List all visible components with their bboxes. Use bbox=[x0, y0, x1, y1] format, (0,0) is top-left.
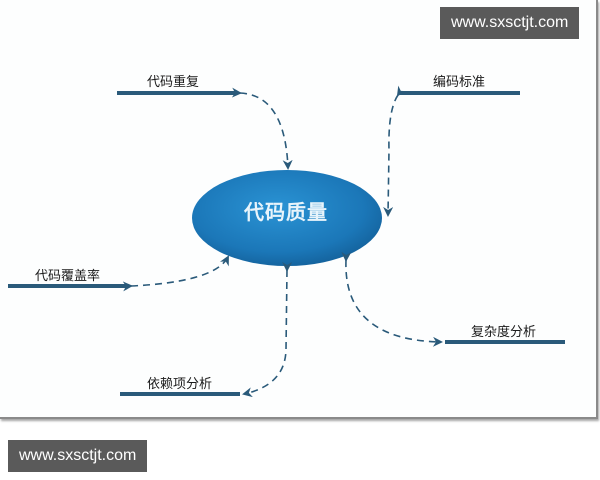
center-node-ellipse bbox=[192, 170, 382, 266]
node-label-coding-standards: 编码标准 bbox=[433, 75, 486, 90]
connector-code-duplication bbox=[231, 87, 293, 170]
connector-code-coverage bbox=[122, 255, 229, 292]
mind-map-diagram bbox=[8, 85, 565, 398]
connector-dependency-analysis bbox=[242, 261, 293, 398]
node-label-code-coverage: 代码覆盖率 bbox=[35, 269, 101, 284]
node-label-dependency-analysis: 依赖项分析 bbox=[147, 377, 213, 392]
center-node-label: 代码质量 bbox=[244, 200, 328, 224]
connector-complexity-analysis bbox=[341, 251, 443, 347]
node-label-code-duplication: 代码重复 bbox=[147, 75, 200, 90]
node-label-complexity-analysis: 复杂度分析 bbox=[471, 325, 537, 340]
watermark-top: www.sxsctjt.com bbox=[440, 7, 580, 39]
watermark-bottom: www.sxsctjt.com bbox=[8, 440, 148, 472]
connector-coding-standards bbox=[383, 85, 407, 217]
